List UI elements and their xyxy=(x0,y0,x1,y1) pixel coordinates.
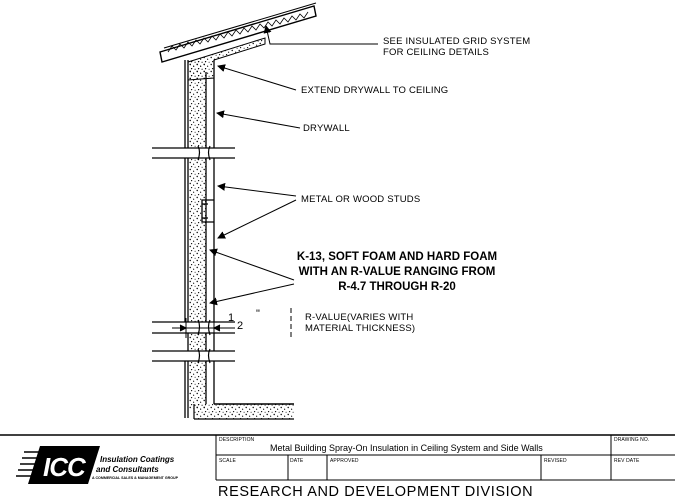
callout-extend-drywall: EXTEND DRYWALL TO CEILING xyxy=(301,85,449,96)
description-label: DESCRIPTION xyxy=(219,437,255,443)
date-label: DATE xyxy=(290,458,304,464)
wall-foam-insulation xyxy=(188,60,206,409)
break-lines xyxy=(152,145,235,364)
dimension-unit: " xyxy=(256,308,260,320)
dimension-denominator: 2 xyxy=(237,320,244,332)
title-block-frame xyxy=(0,434,675,481)
callout-drywall: DRYWALL xyxy=(303,123,350,134)
icc-logo-mark xyxy=(16,446,100,484)
roof-panel xyxy=(159,2,317,63)
rvalue-dimension xyxy=(172,308,292,338)
logo-line2: and Consultants xyxy=(96,465,159,474)
dimension-numerator: 1 xyxy=(228,312,235,324)
callout-rvalue-line2: MATERIAL THICKNESS) xyxy=(305,323,416,334)
callout-foam-line2: WITH AN R-VALUE RANGING FROM xyxy=(298,266,496,278)
rev-date-label: REV DATE xyxy=(614,458,640,464)
stud-profile xyxy=(201,199,214,223)
drawing-no-label: DRAWING NO. xyxy=(614,437,650,443)
callout-grid-line2: FOR CEILING DETAILS xyxy=(383,47,490,58)
drywall-layer xyxy=(205,60,215,404)
approved-label: APPROVED xyxy=(330,458,359,464)
division-title: RESEARCH AND DEVELOPMENT DIVISION xyxy=(218,484,534,500)
callout-foam-line3: R-4.7 THROUGH R-20 xyxy=(338,281,456,293)
drawing-description: Metal Building Spray-On Insulation in Ce… xyxy=(270,443,543,453)
callout-rvalue-line1: R-VALUE(VARIES WITH xyxy=(305,312,414,323)
callout-grid-line1: SEE INSULATED GRID SYSTEM xyxy=(383,36,531,47)
floor-slab xyxy=(193,403,294,420)
callout-foam-line1: K-13, SOFT FOAM AND HARD FOAM xyxy=(296,251,498,263)
leader-lines xyxy=(209,25,378,306)
metal-skin xyxy=(184,60,189,418)
revised-label: REVISED xyxy=(544,458,567,464)
logo-line1: Insulation Coatings xyxy=(100,455,175,464)
callout-studs: METAL OR WOOD STUDS xyxy=(301,194,421,205)
logo-line3: A COMMERCIAL SALES & MANAGEMENT GROUP xyxy=(92,476,179,480)
logo-mark-text: ICC xyxy=(43,452,86,482)
scale-label: SCALE xyxy=(219,458,236,464)
